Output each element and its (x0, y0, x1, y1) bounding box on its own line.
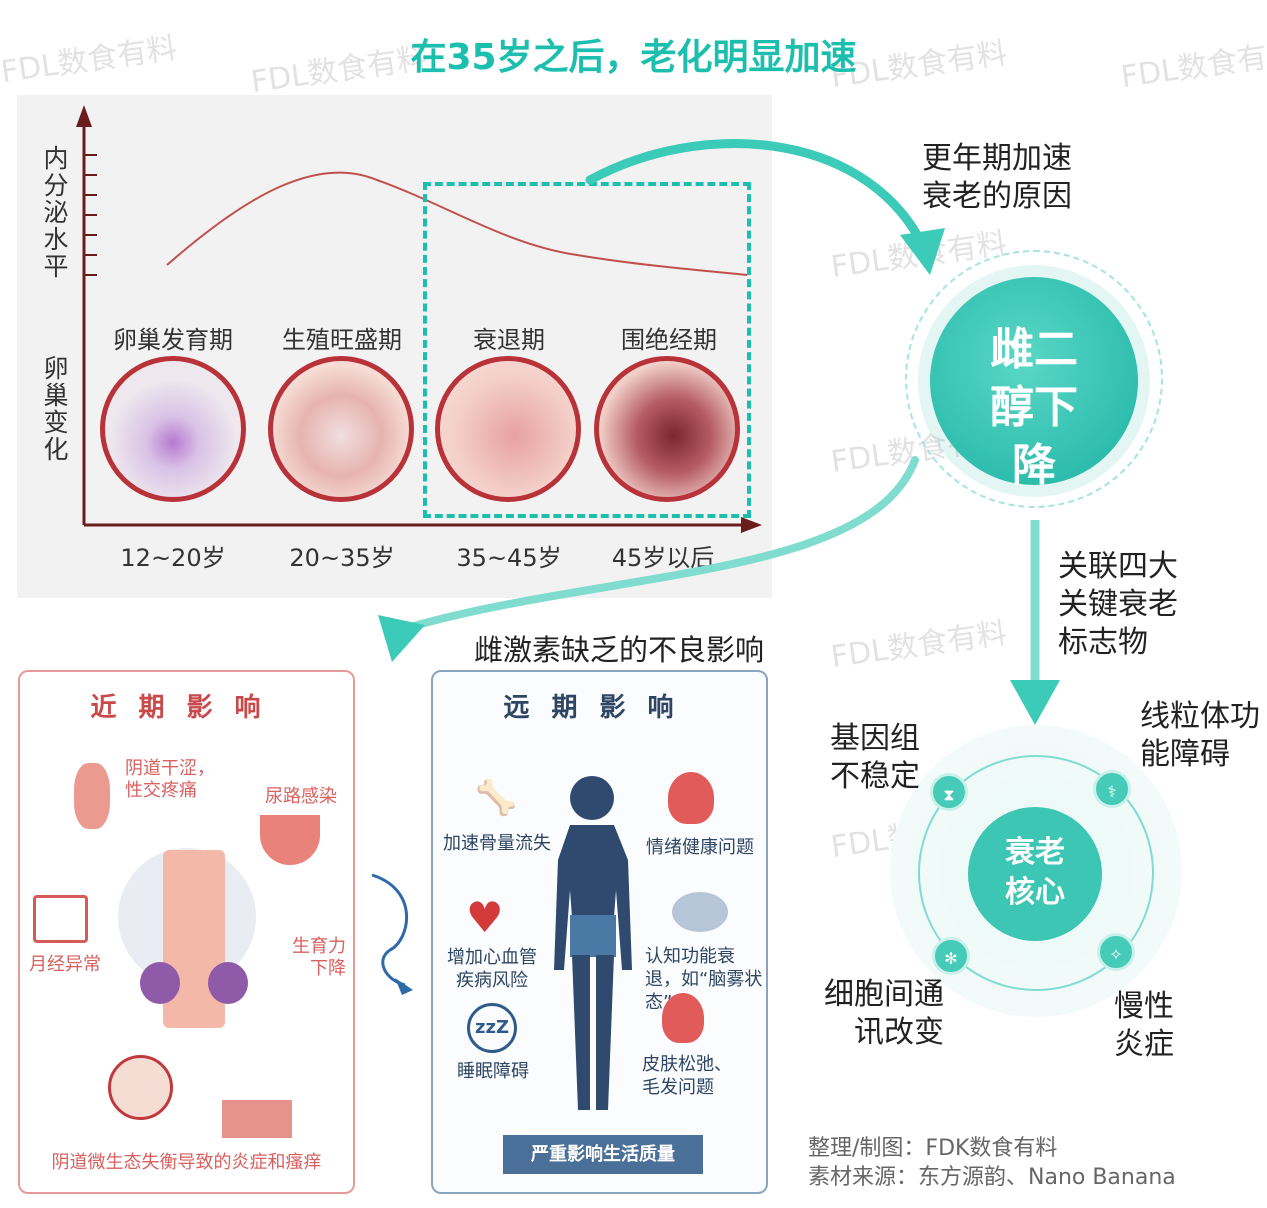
credit-line: 整理/制图：FDK数食有料 (808, 1136, 1058, 1161)
cause-label: 更年期加速衰老的原因 (922, 141, 1072, 214)
cell-communication-icon: ✻ (932, 937, 970, 975)
decorative-ring (905, 250, 1163, 508)
near-effect-label: 生育力下降 (292, 936, 346, 979)
dna-hourglass-icon: ⧗ (930, 773, 968, 811)
ovary-illustration (268, 356, 414, 502)
vaginal-dryness-icon (74, 763, 110, 829)
bone-icon: 🦴 (475, 778, 518, 818)
urinary-tract-icon (260, 815, 320, 865)
lifecycle-axes (76, 105, 762, 533)
stage-label: 围绝经期 (621, 326, 717, 354)
age-label: 12~20岁 (120, 544, 226, 572)
aging-core-ring (918, 755, 1154, 991)
body-silhouette (554, 776, 632, 1110)
far-effect-label: 加速骨量流失 (443, 833, 551, 854)
stage-label: 生殖旺盛期 (282, 326, 402, 354)
near-effect-bottom-label: 阴道微生态失衡导致的炎症和瘙痒 (51, 1152, 322, 1173)
ovary-illustration (435, 356, 581, 502)
calendar-icon (33, 895, 88, 943)
mitochondria-icon: ⚕ (1093, 770, 1131, 808)
aging-core: 衰老核心 (968, 807, 1102, 941)
far-effect-label: 情绪健康问题 (646, 837, 754, 858)
page-title: 在35岁之后，老化明显加速 (410, 37, 857, 78)
age-label: 35~45岁 (456, 544, 562, 572)
marker-intercellular-communication: 细胞间通讯改变 (824, 977, 944, 1050)
far-effect-label: 皮肤松弛、毛发问题 (642, 1054, 732, 1098)
far-effect-label: 睡眠障碍 (457, 1061, 529, 1082)
brain-icon (672, 892, 728, 932)
ovary-illustration (100, 356, 246, 502)
inflammation-icon: ✧ (1097, 933, 1135, 971)
long-term-title: 远期影响 (503, 693, 696, 723)
uterus-illustration (163, 850, 225, 1028)
highlight-box (423, 182, 751, 518)
tired-face-icon (662, 993, 704, 1043)
ovary-illustration (594, 356, 740, 502)
inflammation-magnifier-icon (108, 1055, 173, 1120)
quality-of-life-banner: 严重影响生活质量 (503, 1135, 703, 1174)
near-effect-label: 尿路感染 (265, 786, 337, 807)
age-label: 20~35岁 (289, 544, 395, 572)
estradiol-decline-circle: 雌二醇下降 (930, 277, 1138, 491)
y-label-ovary: 卵巢变化 (40, 355, 69, 463)
stage-label: 衰退期 (473, 326, 545, 354)
near-effect-label: 月经异常 (29, 954, 101, 975)
source-line: 素材来源：东方源韵、Nano Banana (808, 1165, 1176, 1190)
y-label-endocrine: 内分泌水平 (40, 145, 69, 280)
heart-warning-icon: ♥ (466, 893, 504, 942)
skin-layer-icon (222, 1100, 292, 1138)
markers-link-label: 关联四大关键衰老标志物 (1058, 549, 1178, 660)
far-effect-label: 认知功能衰退，如“脑雾状态” (645, 946, 763, 1013)
near-effect-label: 阴道干涩，性交疼痛 (125, 758, 215, 801)
marker-mitochondrial-dysfunction: 线粒体功能障碍 (1140, 699, 1260, 772)
far-effect-label: 增加心血管疾病风险 (447, 947, 537, 991)
sad-face-icon (668, 772, 714, 824)
ovary-icon (208, 962, 248, 1004)
sleep-icon: zzZ (467, 1003, 517, 1053)
stage-label: 卵巢发育期 (113, 326, 233, 354)
marker-chronic-inflammation: 慢性炎症 (1114, 989, 1174, 1062)
effects-label: 雌激素缺乏的不良影响 (474, 633, 765, 667)
near-term-title: 近期影响 (90, 693, 283, 723)
marker-genome-instability: 基因组不稳定 (830, 721, 920, 794)
ovary-icon (140, 962, 180, 1004)
